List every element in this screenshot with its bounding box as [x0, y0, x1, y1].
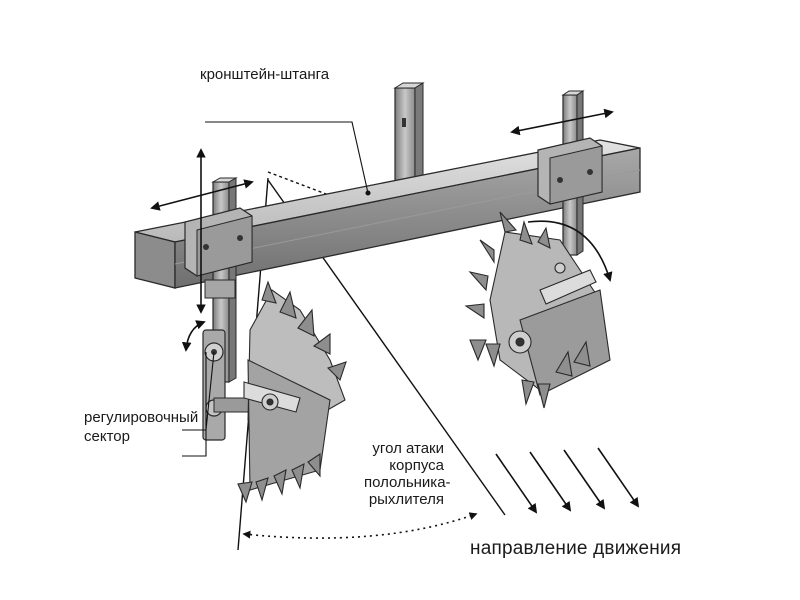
attack-angle-label-line1: угол атаки	[372, 440, 444, 457]
direction-arrow-2	[529, 451, 572, 512]
adjustment-arrows	[150, 108, 614, 352]
right-horizontal-arrow	[510, 108, 614, 136]
left-weeder-body	[237, 280, 347, 504]
bar-label: кронштейн-штанга	[200, 66, 330, 83]
attack-angle-label: угол атаки корпуса полольника- рыхлителя	[364, 440, 451, 508]
direction-arrow-4	[597, 447, 640, 508]
direction-arrows	[495, 447, 640, 514]
left-pivot-arrow	[181, 320, 206, 352]
direction-arrow-3	[563, 449, 606, 510]
sector-label: регулировочный сектор	[84, 408, 198, 446]
direction-label: направление движения	[470, 538, 682, 559]
attack-angle-label-line2: корпуса	[389, 457, 444, 474]
main-bar	[134, 139, 641, 289]
sector-label-line1: регулировочный	[84, 409, 199, 426]
attack-angle-label-line3: полольника-	[364, 474, 451, 491]
bar-leader	[205, 121, 371, 196]
right-weeder-body	[464, 211, 611, 409]
attack-angle-arc	[242, 512, 478, 539]
angle-line-dashed	[267, 171, 343, 201]
direction-arrow-1	[495, 453, 538, 514]
sector-label-line2: сектор	[84, 428, 130, 445]
attack-angle-label-line4: рыхлителя	[368, 491, 444, 508]
left-horizontal-arrow	[150, 179, 254, 211]
right-rotation-arrow	[527, 220, 613, 282]
sector-leader	[182, 351, 215, 457]
